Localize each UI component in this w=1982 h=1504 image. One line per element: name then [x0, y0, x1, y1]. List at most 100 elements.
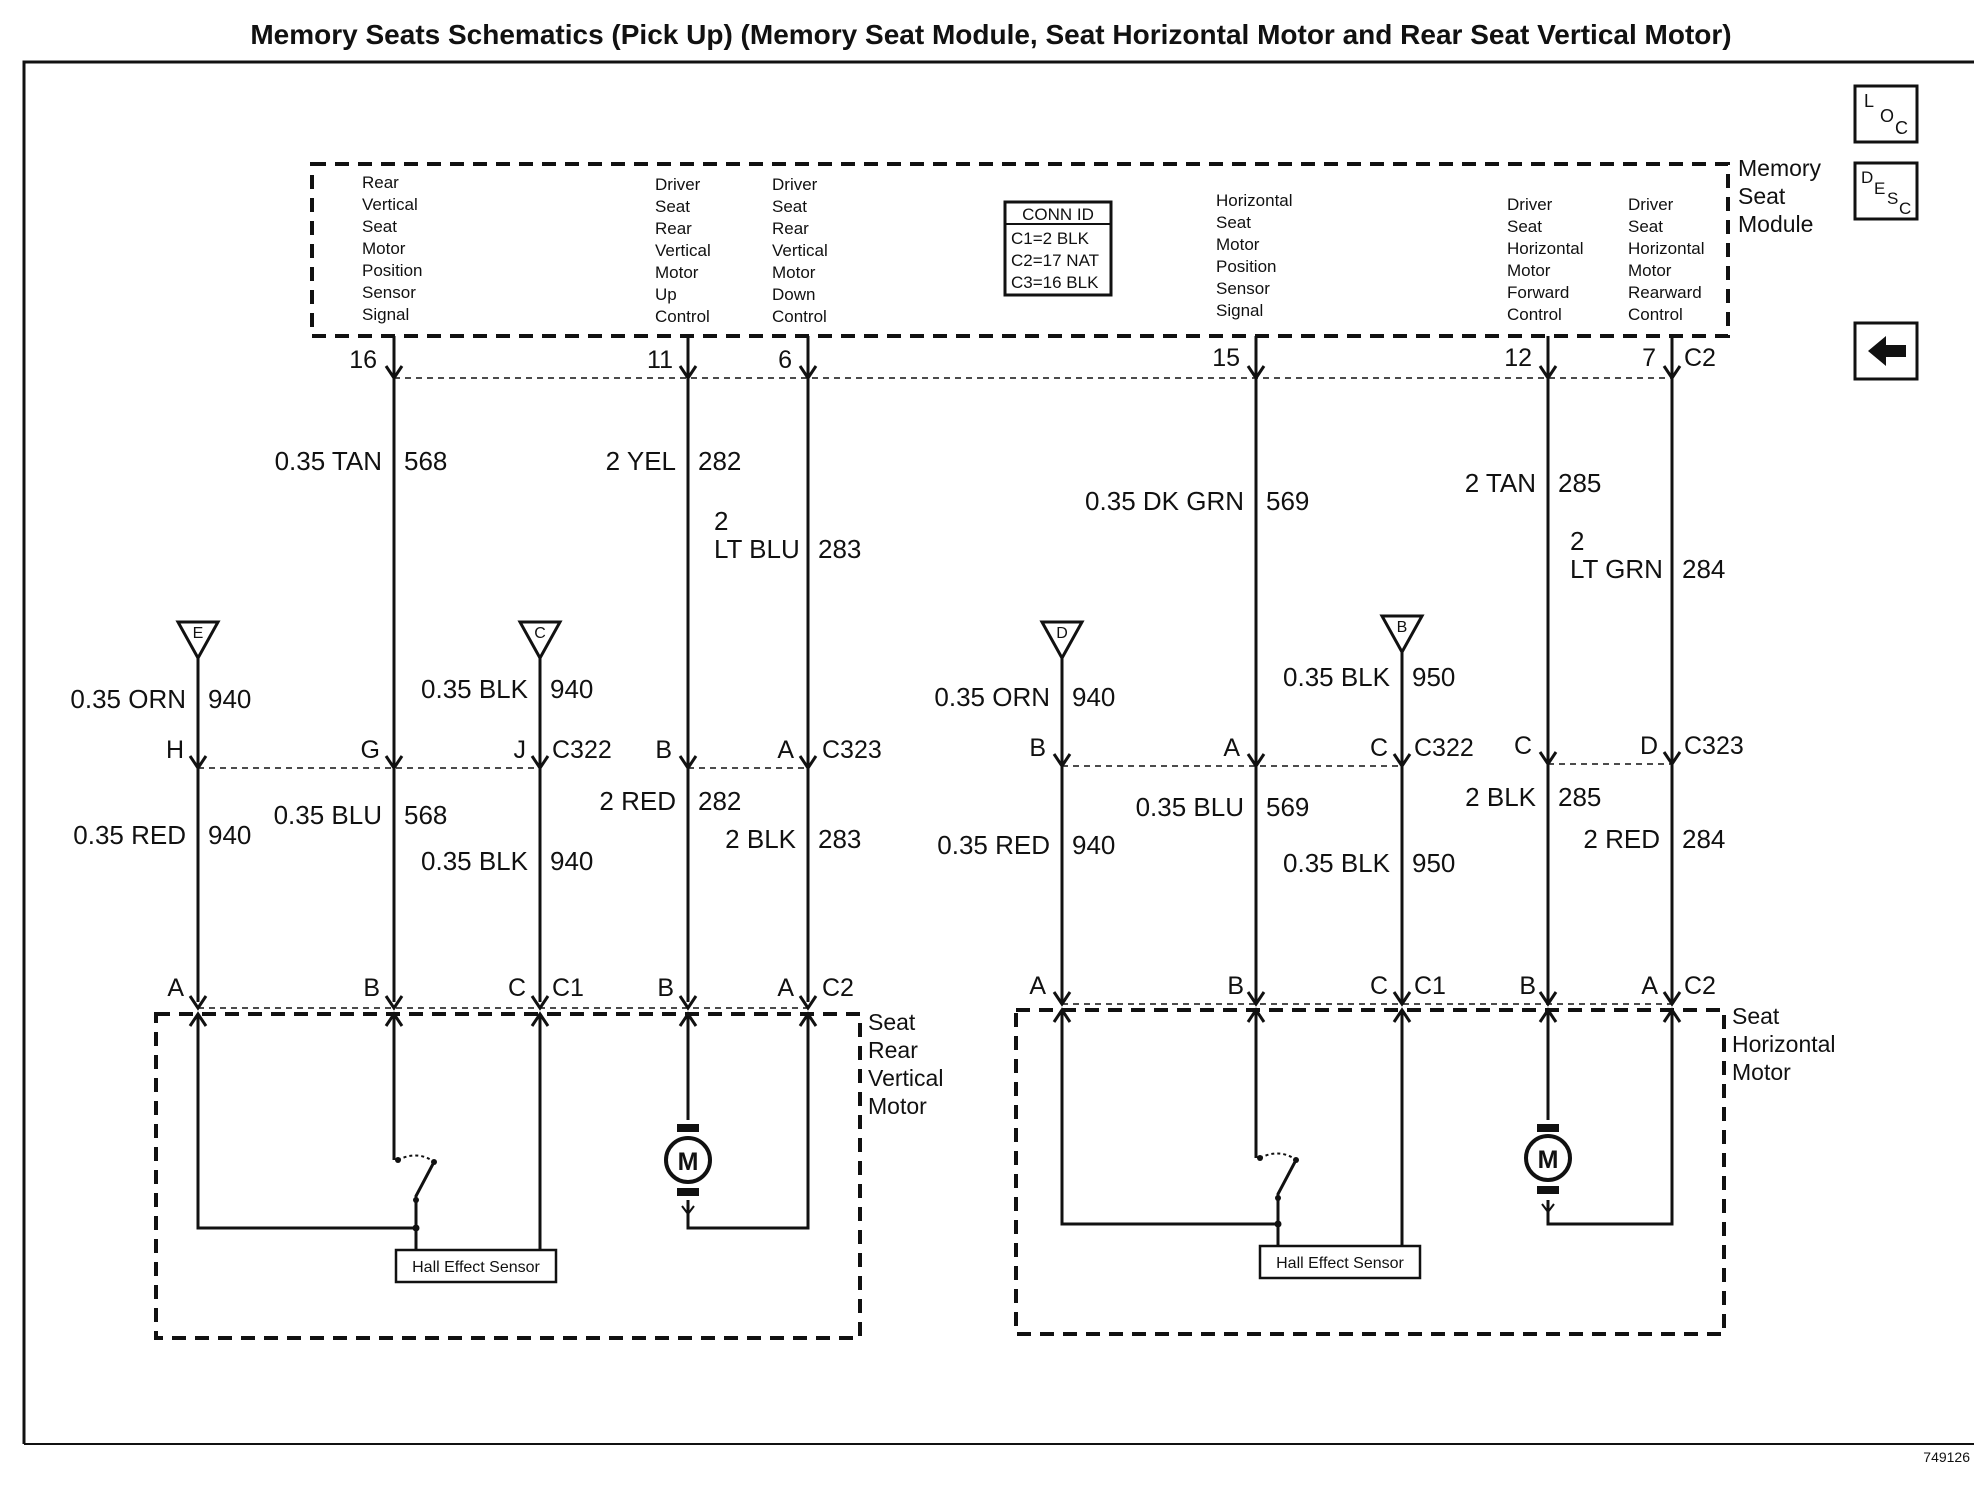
motor-icon: M — [1524, 1124, 1572, 1214]
left-c323-connector: B A C323 — [655, 736, 882, 771]
conn-id-box: CONN ID C1=2 BLK C2=17 NAT C3=16 BLK — [1003, 200, 1113, 297]
component-label: Seat — [1732, 1003, 1780, 1029]
wire-circuit: 950 — [1412, 848, 1455, 878]
diagram-title: Memory Seats Schematics (Pick Up) (Memor… — [250, 19, 1731, 50]
desc-letter-4: C — [1899, 199, 1911, 218]
function-line: Rear — [655, 219, 692, 238]
desc-letter-2: E — [1874, 179, 1885, 198]
conn-id-row: C2=17 NAT — [1011, 251, 1099, 270]
wire-circuit: 568 — [404, 446, 447, 476]
pin-letter: C — [1370, 734, 1388, 762]
component-label: Rear — [868, 1037, 918, 1063]
component-box — [154, 1012, 862, 1340]
wire-color: LT BLU — [714, 534, 800, 564]
function-pin12: Driver Seat Horizontal Motor Forward Con… — [1507, 195, 1584, 324]
function-line: Seat — [772, 197, 807, 216]
wire-circuit: 940 — [1072, 830, 1115, 860]
wire-color: 2 RED — [1583, 824, 1660, 854]
hall-effect-switch-icon — [395, 1154, 437, 1232]
pin-number: 11 — [647, 346, 673, 374]
module-label: Memory Seat Module — [1738, 155, 1822, 237]
wire-circuit: 940 — [208, 820, 251, 850]
function-line: Horizontal — [1216, 191, 1293, 210]
upper-wire-labels: 0.35 TAN 568 2 YEL 282 2 LT BLU 283 0.35… — [275, 446, 1726, 584]
wire-color: 2 YEL — [606, 446, 676, 476]
wire-circuit: 283 — [818, 534, 861, 564]
pin-number: 16 — [349, 346, 377, 374]
function-pin6: Driver Seat Rear Vertical Motor Down Con… — [772, 175, 828, 326]
function-pin11: Driver Seat Rear Vertical Motor Up Contr… — [655, 175, 711, 326]
function-line: Vertical — [362, 195, 418, 214]
function-line: Down — [772, 285, 815, 304]
function-line: Seat — [1216, 213, 1251, 232]
motor-label: M — [678, 1148, 699, 1176]
function-line: Vertical — [655, 241, 711, 260]
back-button[interactable] — [1853, 321, 1919, 381]
connector-name: C323 — [822, 736, 882, 764]
pin-letter: B — [655, 736, 672, 764]
reference-id: C — [534, 625, 546, 642]
function-line: Position — [1216, 257, 1276, 276]
wire-color: 2 — [1570, 526, 1584, 556]
function-line: Seat — [655, 197, 690, 216]
wire-color: 0.35 ORN — [70, 684, 186, 714]
pin-letter: A — [777, 974, 794, 1002]
reference-id: D — [1056, 625, 1068, 642]
wire-circuit: 950 — [1412, 662, 1455, 692]
function-line: Control — [655, 307, 710, 326]
wire-color: 0.35 RED — [937, 830, 1050, 860]
desc-button[interactable]: D E S C — [1853, 161, 1919, 221]
function-line: Control — [1507, 305, 1562, 324]
function-line: Motor — [1216, 235, 1260, 254]
module-label-2: Seat — [1738, 183, 1786, 209]
conn-id-row: C3=16 BLK — [1011, 273, 1099, 292]
motor-icon: M — [664, 1124, 712, 1216]
pin-letter: A — [1029, 972, 1046, 1000]
connector-name: C323 — [1684, 732, 1744, 760]
wire-circuit: 284 — [1682, 824, 1725, 854]
pin-letter: C — [1514, 732, 1532, 760]
function-line: Signal — [362, 305, 409, 324]
wires — [196, 336, 1674, 1002]
function-line: Forward — [1507, 283, 1569, 302]
function-line: Up — [655, 285, 677, 304]
module-label-3: Module — [1738, 211, 1813, 237]
wire-color: 0.35 DK GRN — [1085, 486, 1244, 516]
hall-effect-switch-icon — [1257, 1152, 1299, 1228]
function-line: Driver — [772, 175, 818, 194]
function-line: Motor — [1507, 261, 1551, 280]
sensor-label: Hall Effect Sensor — [412, 1259, 540, 1276]
pin-letter: C — [508, 974, 526, 1002]
function-line: Seat — [1628, 217, 1663, 236]
wire-circuit: 940 — [550, 846, 593, 876]
reference-b: B — [1379, 614, 1425, 656]
function-line: Rear — [362, 173, 399, 192]
wire-color: 0.35 RED — [73, 820, 186, 850]
connector-name: C2 — [1684, 972, 1716, 1000]
component-label: Vertical — [868, 1065, 943, 1091]
wire-color: 0.35 BLU — [1136, 792, 1244, 822]
function-line: Rearward — [1628, 283, 1702, 302]
loc-button[interactable]: L O C — [1853, 84, 1919, 144]
function-line: Signal — [1216, 301, 1263, 320]
connector-name: C322 — [1414, 734, 1474, 762]
function-line: Motor — [772, 263, 816, 282]
function-line: Motor — [655, 263, 699, 282]
wire-color: LT GRN — [1570, 554, 1663, 584]
function-line: Control — [772, 307, 827, 326]
pin-letter: B — [1519, 972, 1536, 1000]
seat-horizontal-motor: Seat Horizontal Motor A B C C1 B A C2 — [1014, 972, 1836, 1336]
connector-name: C1 — [1414, 972, 1446, 1000]
reference-e: E — [175, 620, 221, 662]
component-label: Motor — [1732, 1059, 1791, 1085]
pin-number: 15 — [1212, 344, 1240, 372]
right-c323-connector: C D C323 — [1514, 732, 1744, 767]
desc-letter-3: S — [1887, 189, 1898, 208]
conn-id-row: C1=2 BLK — [1011, 229, 1090, 248]
pin-letter: D — [1640, 732, 1658, 760]
motor-label: M — [1538, 1146, 1559, 1174]
wire-circuit: 569 — [1266, 792, 1309, 822]
wire-color: 0.35 BLU — [274, 800, 382, 830]
left-c322-connector: H G J C322 — [166, 736, 612, 771]
